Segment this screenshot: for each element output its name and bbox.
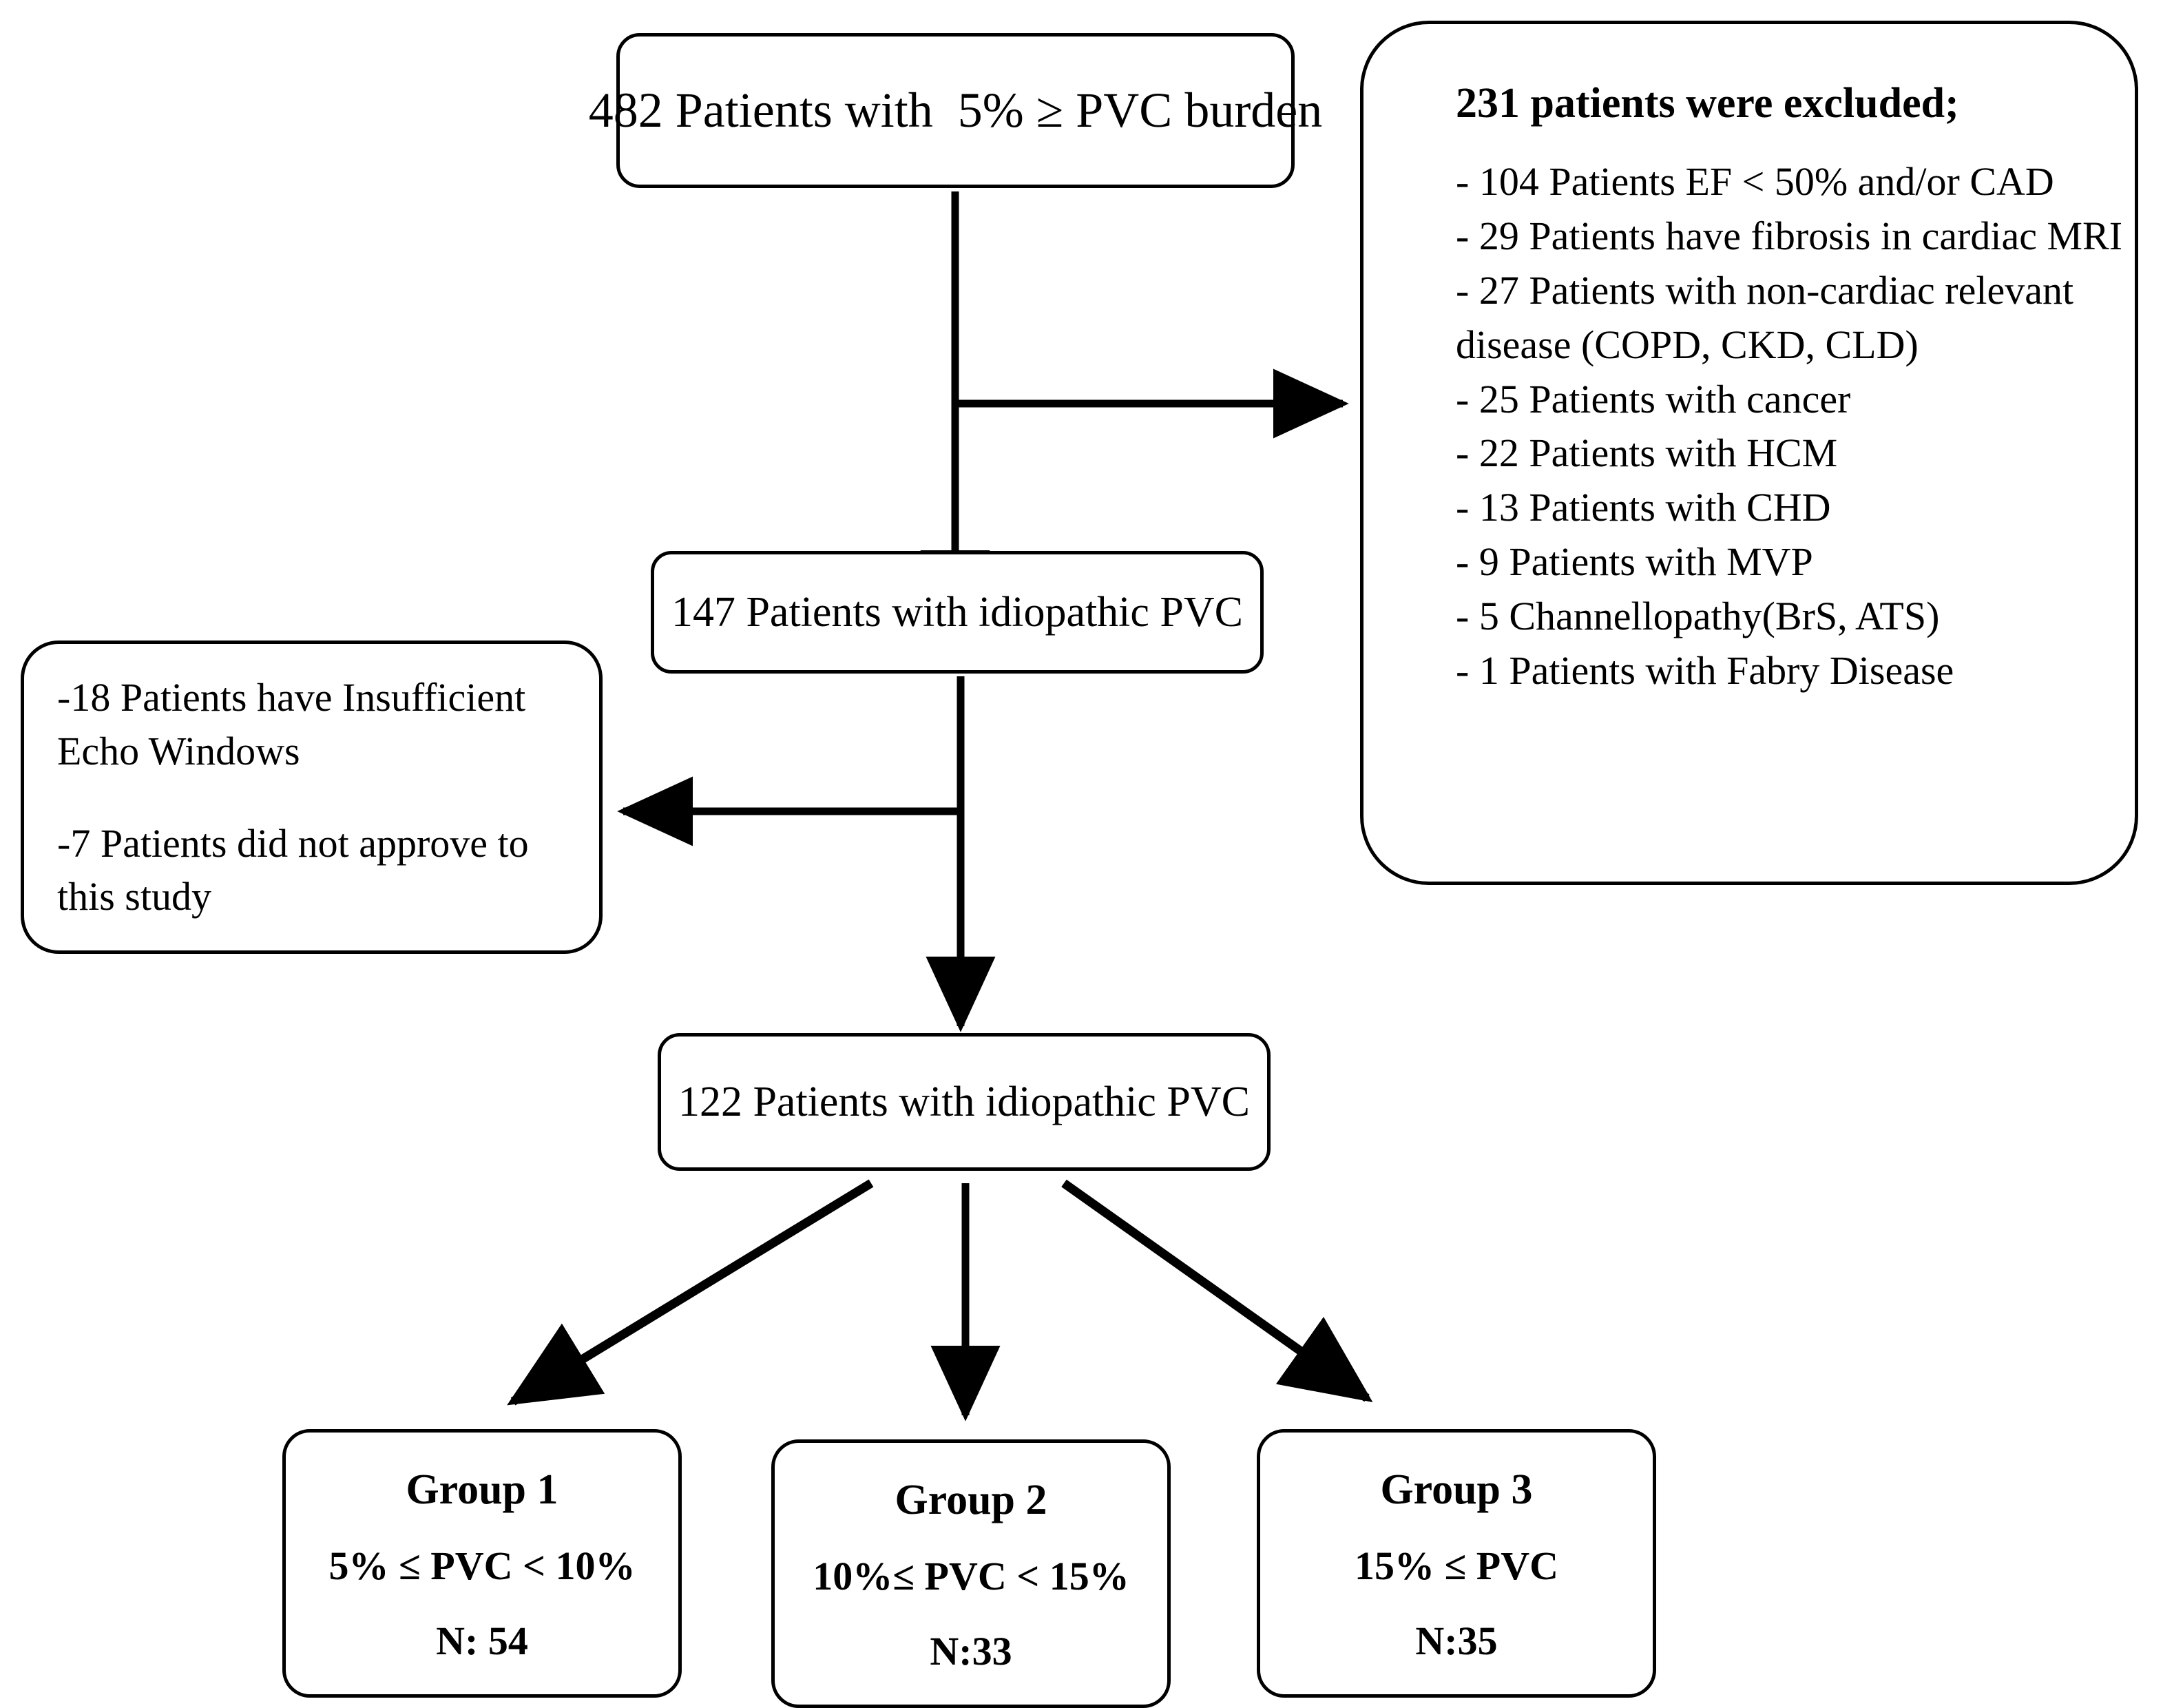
group-1-count: N: 54: [436, 1618, 528, 1664]
excluded-reason-item: - 29 Patients have fibrosis in cardiac M…: [1456, 213, 2123, 258]
connector-122-to-group3: [1061, 1179, 1373, 1403]
group-1-range: 5% ≤ PVC < 10%: [328, 1543, 636, 1588]
connector-122-to-group1: [507, 1179, 874, 1406]
excluded-reason-item: - 27 Patients with non-cardiac relevant …: [1456, 267, 2074, 367]
group-2-title: Group 2: [895, 1476, 1047, 1523]
excluded-reason-item: - 5 Channellopathy(BrS, ATS): [1456, 594, 1940, 638]
excluded-reason-item: - 25 Patients with cancer: [1456, 376, 1851, 421]
group-2-range: 10%≤ PVC < 15%: [813, 1553, 1129, 1598]
node-147-idiopathic-pvc: 147 Patients with idiopathic PVC: [651, 551, 1264, 674]
node-total-patients-label: 482 Patients with 5% ≥ PVC burden: [588, 82, 1323, 138]
group-3-count: N:35: [1415, 1618, 1498, 1664]
group-3-range: 15% ≤ PVC: [1354, 1543, 1559, 1588]
excluded-reason-list: - 104 Patients EF < 50% and/or CAD - 29 …: [1402, 155, 2149, 698]
node-122-idiopathic-pvc: 122 Patients with idiopathic PVC: [658, 1033, 1271, 1171]
node-group-1: Group 1 5% ≤ PVC < 10% N: 54: [282, 1429, 682, 1698]
dropout-reason-insufficient-echo: -18 Patients have Insufficient Echo Wind…: [57, 675, 526, 773]
node-total-patients: 482 Patients with 5% ≥ PVC burden: [589, 33, 1322, 188]
excluded-reason-item: - 9 Patients with MVP: [1456, 539, 1813, 585]
group-1-title: Group 1: [406, 1466, 558, 1513]
excluded-reason-item: - 13 Patients with CHD: [1456, 485, 1831, 530]
node-147-idiopathic-pvc-label: 147 Patients with idiopathic PVC: [671, 588, 1244, 636]
node-excluded-patients: 231 patients were excluded; - 104 Patien…: [1360, 21, 2138, 885]
node-122-idiopathic-pvc-label: 122 Patients with idiopathic PVC: [678, 1078, 1251, 1125]
node-dropouts: -18 Patients have Insufficient Echo Wind…: [21, 640, 603, 954]
excluded-reason-item: - 1 Patients with Fabry Disease: [1456, 647, 1954, 693]
excluded-reason-item: - 22 Patients with HCM: [1456, 430, 1838, 476]
group-3-title: Group 3: [1380, 1466, 1533, 1513]
node-group-3: Group 3 15% ≤ PVC N:35: [1257, 1429, 1656, 1698]
excluded-reason-item: - 104 Patients EF < 50% and/or CAD: [1456, 159, 2054, 204]
group-2-count: N:33: [930, 1629, 1012, 1674]
node-group-2: Group 2 10%≤ PVC < 15% N:33: [771, 1439, 1171, 1708]
dropout-reason-not-approved: -7 Patients did not approve to this stud…: [57, 820, 529, 919]
excluded-title: 231 patients were excluded;: [1456, 80, 1959, 127]
